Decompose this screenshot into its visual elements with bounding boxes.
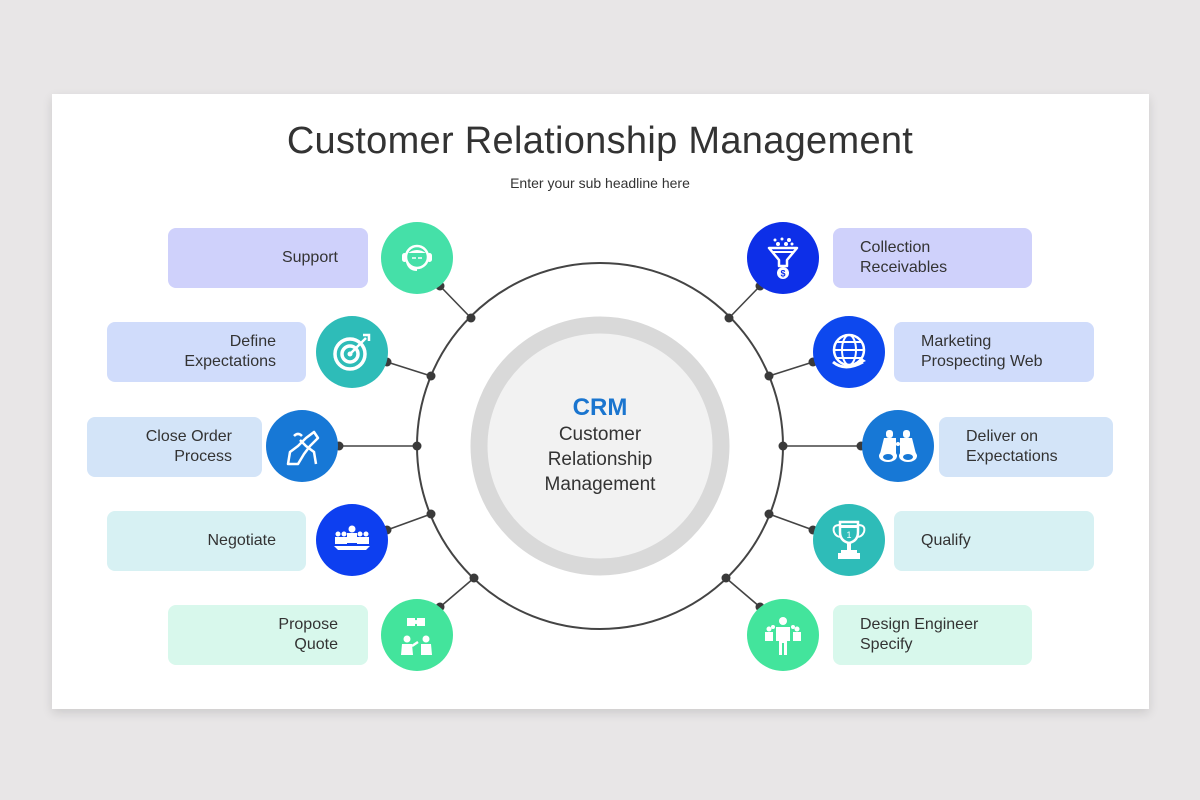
label-line-1: Qualify [921,532,971,549]
center-acronym: CRM [572,394,628,421]
center-line-3: Management [544,474,656,495]
ring-dot [721,573,731,583]
ring-dot [764,509,774,519]
connector-line [725,577,761,608]
connector-line [386,361,432,377]
label-line-2: Specify [860,636,913,653]
label-line-2: Prospecting Web [921,353,1043,370]
ring-dot [778,441,788,451]
center-label: CRM Customer Relationship Management [500,394,700,497]
label-line-2: Process [174,448,232,465]
label-line-2: Quote [294,636,338,653]
connector-line [768,361,814,377]
ring-dot [412,441,422,451]
label-line-1: Propose [278,616,338,633]
svg-text:1: 1 [846,530,851,540]
ring-dot [466,313,476,323]
node-label-negotiate: Negotiate [107,511,306,571]
team-leader-icon [747,599,819,671]
slide-subtitle: Enter your sub headline here [510,175,690,191]
headset-agent-icon [381,222,453,294]
ring-dot [426,371,436,381]
center-line-2: Relationship [547,449,653,470]
svg-text:$: $ [780,269,785,279]
trophy-icon: 1 [813,504,885,576]
label-line-1: Marketing [921,333,992,350]
ring-dot [724,313,734,323]
label-line-1: Define [229,333,276,350]
label-line-1: Collection [860,239,931,256]
ring-dot [426,509,436,519]
connector-line [386,513,432,531]
handshake-icon [266,410,338,482]
connector-line [439,285,472,319]
connector-line [768,513,814,531]
center-line-1: Customer [558,424,642,445]
ring-dot [764,371,774,381]
puzzle-people-icon [381,599,453,671]
label-line-1: Deliver on [966,428,1039,445]
binoculars-icon [862,410,934,482]
label-line-1: Support [281,249,338,266]
label-line-2: Receivables [860,259,948,276]
target-arrow-icon [316,316,388,388]
connector-line [439,577,475,608]
node-label-support: Support [168,228,368,288]
connector-line [728,285,761,319]
label-line-1: Design Engineer [860,616,979,633]
label-line-1: Negotiate [207,532,277,549]
label-line-1: Close Order [145,428,232,445]
meeting-table-icon [316,504,388,576]
slide-title: Customer Relationship Management [286,120,914,162]
inner-circle [470,316,730,576]
node-label-qualify: Qualify [894,511,1094,571]
label-line-2: Expectations [966,448,1058,465]
funnel-dollar-icon: $ [747,222,819,294]
label-line-2: Expectations [184,353,276,370]
globe-arrow-icon [813,316,885,388]
ring-dot [469,573,479,583]
node-label-deliver-on-expectations: Deliver on Expectations [939,417,1113,477]
